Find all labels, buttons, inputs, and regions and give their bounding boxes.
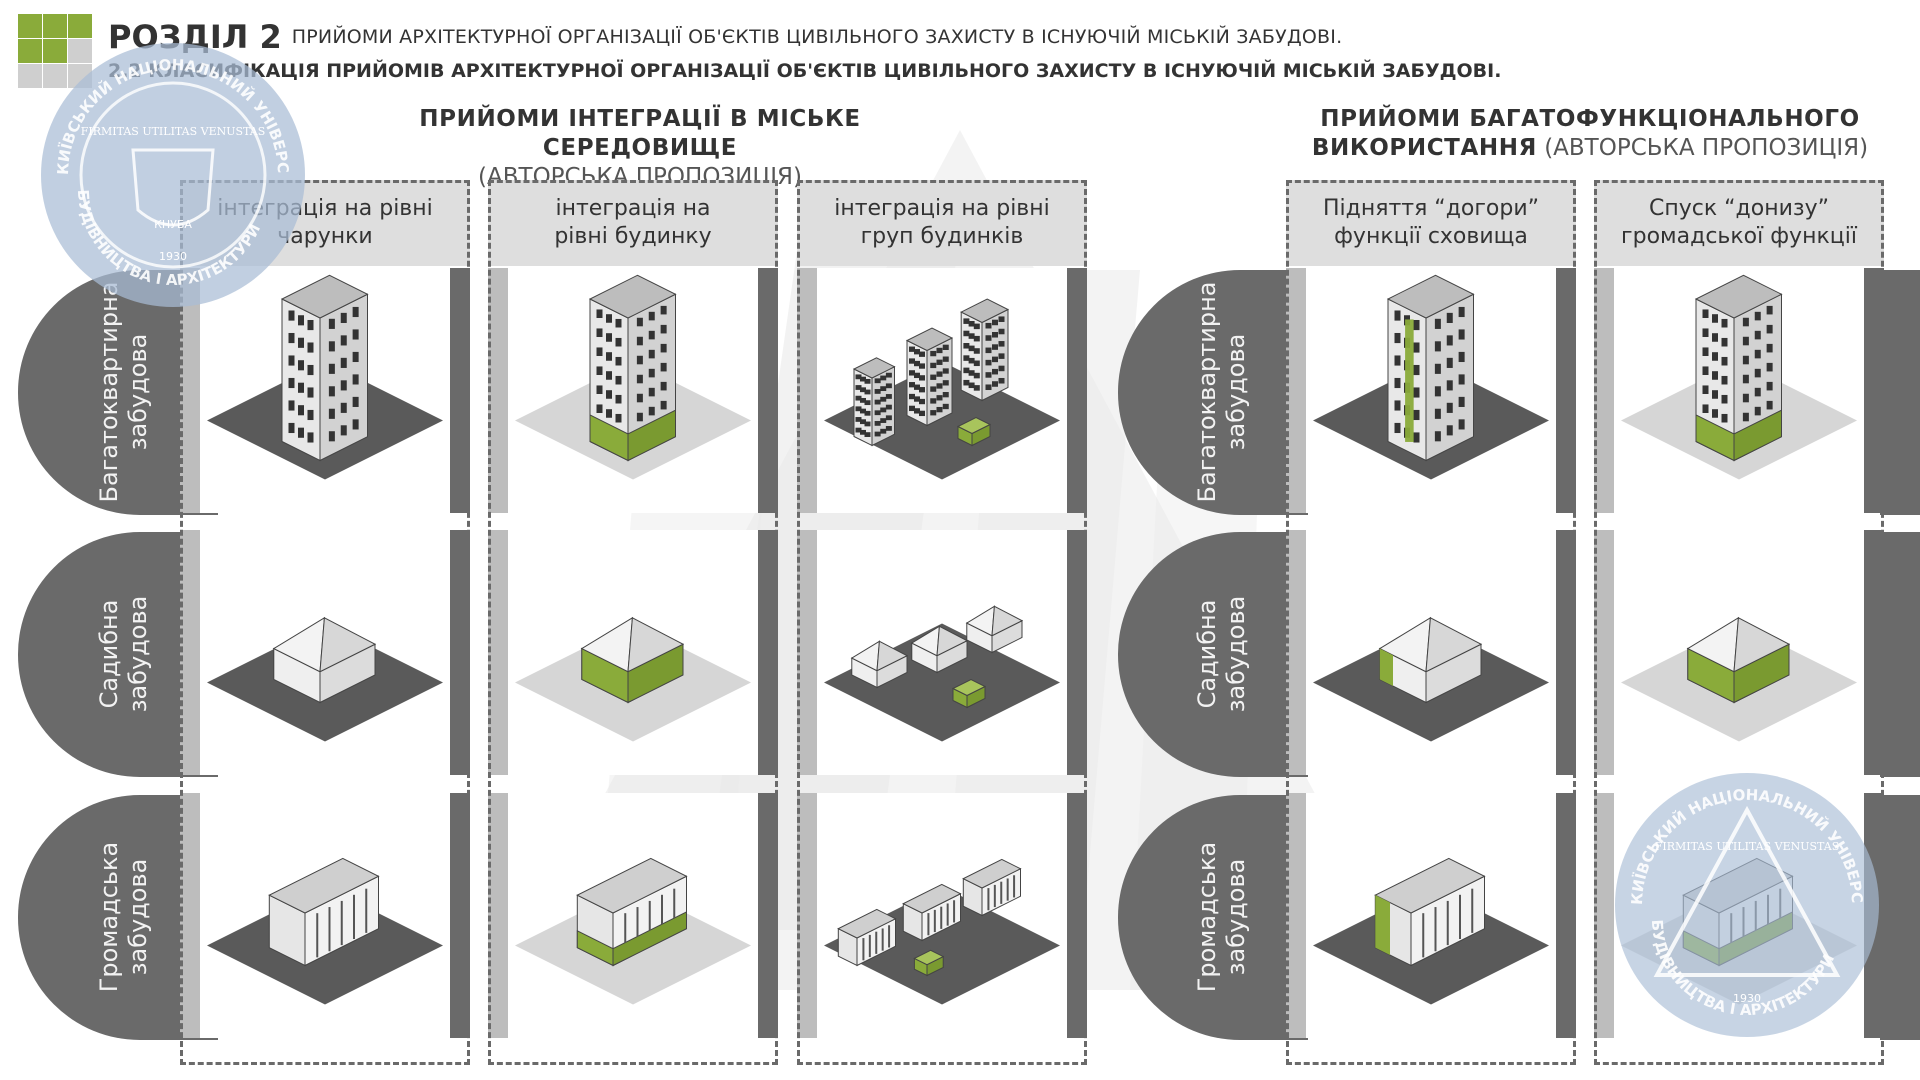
row-label-1-line1: Багатоквартирна [95,281,123,503]
diagram-cell-r1-c2 [488,268,778,513]
right-row-label-1-line1: Багатоквартирна [1193,281,1221,503]
column-header-2-text: інтеграція на рівні будинку [488,180,778,266]
column-frame-1 [180,180,470,1065]
cell-illustration [824,605,1060,742]
diagram-cell-r2-c2 [488,530,778,775]
isometric-building-icon [913,949,945,977]
seal-abbr: КНУБА [154,218,192,231]
cell-illustration [1621,274,1857,480]
cell-illustration [824,298,1060,480]
diagram-cell-r3-c1 [180,793,470,1038]
right-group-note: (АВТОРСЬКА ПРОПОЗИЦІЯ) [1544,135,1869,161]
cell-illustration [1621,616,1857,742]
column-header-2 [488,180,778,266]
column-header-3 [797,180,1087,266]
column-3-line1: інтеграція на рівні [834,196,1050,221]
right-group-title-line1: ПРИЙОМИ БАГАТОФУНКЦІОНАЛЬНОГО [1320,106,1860,132]
right-row-label-3-line2: забудова [1222,858,1250,976]
diagram-cell-r3-c2 [488,793,778,1038]
cell-illustration [207,857,443,1005]
right-group-title-line2: ВИКОРИСТАННЯ [1311,135,1537,161]
column-4-line1: Підняття “догори” [1322,196,1540,221]
seal-year: 1930 [1733,992,1761,1005]
seal-motto: FIRMITAS UTILITAS VENUSTAS [1655,840,1840,853]
cell-illustration [1313,616,1549,742]
cell-illustration [515,857,751,1005]
diagram-cell-r3-c3 [797,793,1087,1038]
column-frame-4 [1286,180,1576,1065]
right-row-label-2-line2: забудова [1222,595,1250,713]
cell-illustration [515,616,751,742]
diagram-cell-r1-c5 [1594,268,1884,513]
row-label-3-line1: Громадська [95,841,123,993]
right-row-label-pill-2 [1118,532,1308,777]
cell-illustration [1313,857,1549,1005]
university-seal-icon: КИЇВСЬКИЙ НАЦІОНАЛЬНИЙ УНІВЕРСИТЕТ БУДІВ… [1606,756,1879,1037]
column-4-line2: функції сховища [1334,224,1528,249]
university-seal-bottom-right: КИЇВСЬКИЙ НАЦІОНАЛЬНИЙ УНІВЕРСИТЕТ БУДІВ… [1606,756,1882,1040]
cell-illustration [207,274,443,480]
row-label-1-line2: забудова [124,333,152,451]
column-frame-3 [797,180,1087,1065]
university-seal-top-left: КИЇВСЬКИЙ НАЦІОНАЛЬНИЙ УНІВЕРСИТЕТ БУДІВ… [32,26,308,310]
right-row-label-pill-3 [1118,795,1308,1040]
diagram-cell-r2-c4 [1286,530,1576,775]
diagram-cell-r1-c3 [797,268,1087,513]
diagram-cell-r3-c4 [1286,793,1576,1038]
column-2-line1: інтеграція на [555,196,711,221]
row-label-2-line1: Садибна [95,599,123,709]
logo-squares-icon [18,14,92,88]
column-header-5 [1594,180,1884,266]
column-header-4-text: Підняття “догори” функції сховища [1286,180,1576,266]
column-5-line2: громадської функції [1621,224,1857,249]
seal-year: 1930 [159,250,187,263]
edge-bar-3 [1880,795,1920,1040]
left-group-title-text: ПРИЙОМИ ІНТЕГРАЦІЇ В МІСЬКЕ СЕРЕДОВИЩЕ [419,106,861,161]
edge-bar-2 [1880,532,1920,777]
isometric-building-icon [956,416,992,447]
cell-illustration [515,274,751,480]
column-5-line1: Спуск “донизу” [1648,196,1829,221]
isometric-building-icon [576,857,688,967]
cell-illustration [1313,274,1549,480]
column-header-5-text: Спуск “донизу” громадської функції [1594,180,1884,266]
diagram-cell-r2-c3 [797,530,1087,775]
column-3-line2: груп будинків [860,224,1024,249]
diagram-cell-r2-c5 [1594,530,1884,775]
subsection-title: 2.2 КЛАСИФІКАЦІЯ ПРИЙОМІВ АРХІТЕКТУРНОЇ … [108,60,1502,82]
column-frame-2 [488,180,778,1065]
column-frame-5 [1594,180,1884,1065]
isometric-building-icon [852,357,896,447]
left-group-title: ПРИЙОМИ ІНТЕГРАЦІЇ В МІСЬКЕ СЕРЕДОВИЩЕ (… [330,105,950,192]
right-row-label-2-line1: Садибна [1193,599,1221,709]
right-row-label-3-line1: Громадська [1193,841,1221,993]
right-group-title: ПРИЙОМИ БАГАТОФУНКЦІОНАЛЬНОГО ВИКОРИСТАН… [1300,105,1880,163]
section-title: ПРИЙОМИ АРХІТЕКТУРНОЇ ОРГАНІЗАЦІЇ ОБ'ЄКТ… [291,26,1343,48]
row-label-3-line2: забудова [124,858,152,976]
column-header-4 [1286,180,1576,266]
university-seal-icon: КИЇВСЬКИЙ НАЦІОНАЛЬНИЙ УНІВЕРСИТЕТ БУДІВ… [32,26,305,307]
column-header-3-text: інтеграція на рівні груп будинків [797,180,1087,266]
diagram-cell-r2-c1 [180,530,470,775]
diagram-cell-r1-c1 [180,268,470,513]
right-row-label-1-line2: забудова [1222,333,1250,451]
diagram-cell-r1-c4 [1286,268,1576,513]
cell-illustration [207,616,443,742]
column-2-line2: рівні будинку [554,224,712,249]
isometric-building-icon [951,678,987,709]
right-row-label-pill-1 [1118,270,1308,515]
cell-illustration [824,858,1060,1005]
seal-motto: FIRMITAS UTILITAS VENUSTAS [81,125,266,138]
row-label-2-line2: забудова [124,595,152,713]
edge-bar-1 [1880,270,1920,515]
